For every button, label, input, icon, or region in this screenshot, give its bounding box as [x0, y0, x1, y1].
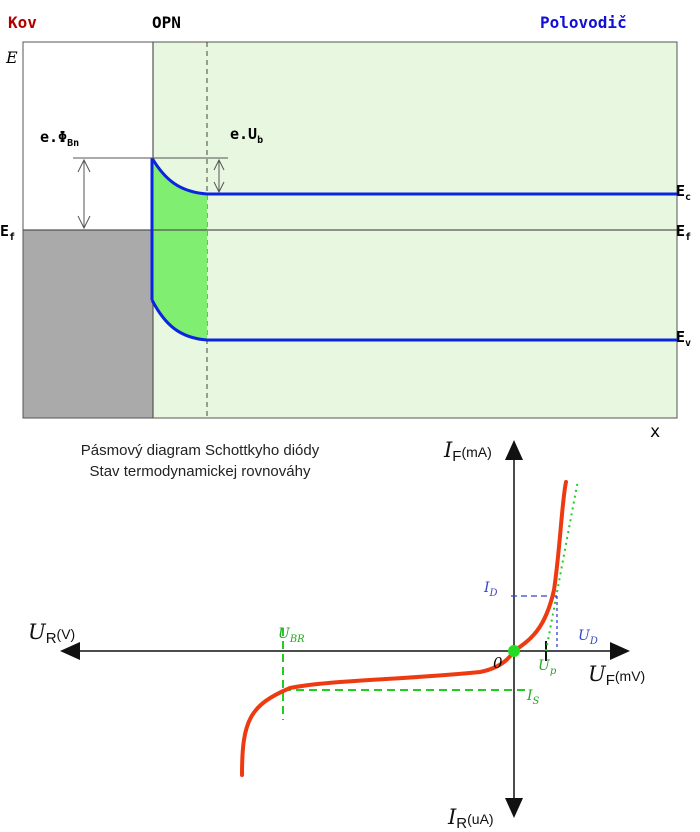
depletion-label: OPN: [152, 13, 181, 32]
valence-band-edge: [150, 299, 677, 342]
uf-axis-label: UF(mV): [588, 662, 646, 690]
ev-label: Ev: [676, 328, 692, 349]
builtin-voltage-label: e.Ub: [230, 125, 264, 146]
x-axis-label: x: [650, 422, 661, 442]
is-label: IS: [527, 688, 540, 707]
barrier-arrowhead-bottom: [77, 215, 91, 230]
semiconductor-label: Polovodič: [540, 13, 627, 32]
conduction-band-edge: [150, 157, 677, 196]
ef-right-label: Ef: [676, 222, 692, 243]
barrier-arrowhead-top: [77, 158, 91, 173]
metal-filled-states: [23, 230, 153, 418]
builtin-arrowhead-top: [213, 158, 225, 171]
energy-axis-label: E: [6, 48, 18, 67]
origin-point: [508, 645, 520, 657]
ur-axis-label: UR(V): [28, 620, 76, 648]
if-axis-label: IF(mA): [444, 438, 492, 466]
ud-label: UD: [578, 628, 598, 647]
barrier-height-label: e.ΦBn: [40, 128, 80, 149]
if-arrowhead: [505, 440, 523, 460]
builtin-arrowhead-bottom: [213, 181, 225, 194]
id-label: ID: [484, 580, 498, 599]
ir-arrowhead: [505, 798, 523, 818]
diagram-caption: Pásmový diagram Schottkyho diódy Stav te…: [80, 442, 320, 480]
ur-arrowhead: [60, 642, 80, 660]
ef-left-label: Ef: [0, 222, 16, 243]
depletion-band-fill: [152, 158, 207, 340]
iv-curve: [240, 480, 568, 777]
origin-label: 0: [493, 654, 503, 672]
metal-label: Kov: [8, 13, 37, 32]
ubr-label: UBR: [278, 626, 305, 645]
ideal-exponential-dotted: [545, 479, 579, 652]
uf-arrowhead: [610, 642, 630, 660]
ir-axis-label: IR(uA): [448, 805, 494, 832]
up-label: Up: [538, 658, 557, 677]
ec-label: Ec: [676, 182, 692, 203]
